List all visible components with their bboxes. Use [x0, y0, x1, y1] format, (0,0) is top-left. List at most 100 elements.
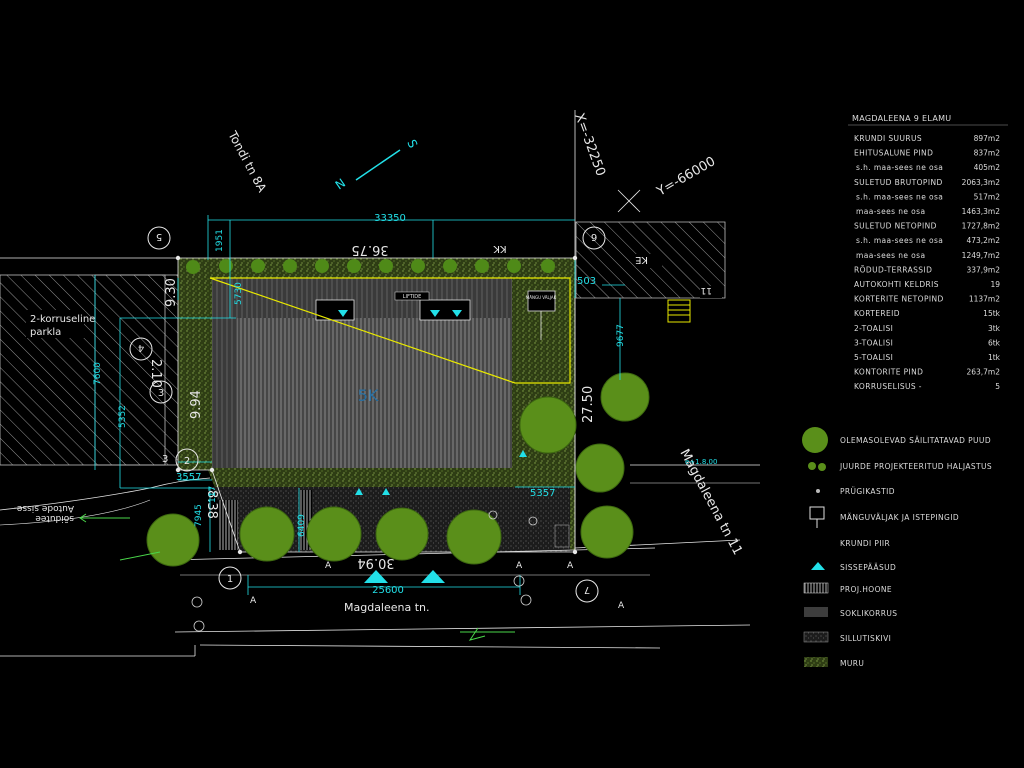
dim-5352: 5352 [118, 405, 128, 428]
table-row-value: 3tk [988, 324, 1001, 333]
elevation-label: e+1.8,00 [685, 458, 717, 466]
table-row-label: 2-TOALISI [854, 324, 893, 333]
entrance-triangle-icon [382, 488, 390, 495]
table-row-label: SULETUD BRUTOPIND [854, 178, 943, 187]
coord-x: X=-32250 [571, 111, 608, 178]
dim-1951: 1951 [215, 229, 225, 252]
paving-fill-icon [803, 631, 829, 643]
lawn-fill-icon [804, 657, 828, 667]
parking-label-2: parkla [30, 327, 61, 338]
table-row-label: maa-sees ne osa [856, 251, 925, 260]
arrows [79, 513, 515, 641]
existing-trees [146, 372, 650, 567]
dim-top-width: 33350 [374, 213, 406, 224]
table-row-label: KORTERITE NETOPIND [854, 295, 944, 304]
section-mark: A [250, 596, 257, 606]
section-mark: A [325, 561, 332, 571]
legend-label: KRUNDI PIIR [840, 539, 890, 548]
dim-9677: 9677 [616, 324, 626, 347]
entrance-triangle-icon [811, 562, 825, 570]
trash-bin-icon [816, 489, 820, 493]
dim-bottom-rot: 30.94 [357, 555, 394, 570]
dim-117: 117 [208, 486, 218, 503]
coord-y: Y=-66000 [654, 154, 719, 200]
dim-e3: 3 [162, 454, 168, 465]
dim-25600: 25600 [372, 585, 404, 596]
table-row-value: 337,9m2 [966, 265, 1000, 274]
dim-9-94: 9.94 [189, 390, 204, 419]
kk-label: KK [493, 243, 507, 254]
dim-27-50: 27.50 [581, 386, 596, 423]
building-code: 5K [358, 386, 379, 405]
table-row-label: 3-TOALISI [854, 338, 893, 347]
table-row-label: maa-sees ne osa [856, 207, 925, 216]
playground-icon [809, 506, 825, 520]
entrance-triangle-icon [355, 488, 363, 495]
entrance-triangle-icon [519, 450, 527, 457]
parking-label-1: 2-korruseline [30, 314, 95, 325]
marker-circles: 5 6 4 3 2 1 7 [129, 226, 606, 603]
circle-label: 5 [156, 231, 162, 242]
circle-label: 6 [591, 231, 597, 242]
table-row-value: 1137m2 [969, 295, 1000, 304]
circle-label: 7 [584, 584, 590, 595]
table-row-value: 2063,3m2 [962, 178, 1001, 187]
table-row-label: s.h. maa-sees ne osa [856, 163, 943, 172]
car-entrance-2: sõidutee [35, 513, 74, 523]
entrance-sign: LIFTIDE [403, 294, 422, 300]
table-row-value: 1249,7m2 [962, 251, 1001, 260]
legend-label: PROJ.HOONE [840, 585, 892, 594]
neighbor-code: KE [635, 254, 648, 265]
table-row-label: KORRUSELISUS - [854, 382, 922, 391]
table-row-label: KONTORITE PIND [854, 368, 923, 377]
dim-top-rot: 36.75 [351, 242, 388, 257]
street-magdaleena-bottom: Magdaleena tn. [344, 601, 430, 614]
legend-label: PRÜGIKASTID [840, 487, 895, 496]
hedge-row [186, 259, 555, 274]
plot-boundary [209, 277, 571, 384]
legend-label: JUURDE PROJEKTEERITUD HALJASTUS [839, 462, 992, 471]
table-title: MAGDALEENA 9 ELAMU [852, 114, 951, 123]
legend-label: MÄNGUVÄLJAK JA ISTEPINGID [840, 513, 959, 522]
legend: OLEMASOLEVAD SÄILITATAVAD PUUD JUURDE PR… [802, 427, 992, 668]
dim-5730: 5730 [234, 282, 244, 305]
table-row-value: 1727,8m2 [962, 222, 1001, 231]
entrance-triangle-icon [338, 310, 348, 317]
table-row-value: 15tk [983, 309, 1000, 318]
section-mark: A [567, 561, 574, 571]
table-row-label: 5-TOALISI [854, 353, 893, 362]
circle-label: 3 [158, 388, 164, 399]
existing-tree-icon [802, 427, 828, 453]
entrance-triangle-icon [452, 310, 462, 317]
dim-6409: 6409 [297, 514, 307, 537]
dim-503: 503 [577, 276, 596, 287]
table-row-label: SULETUD NETOPIND [854, 222, 937, 231]
new-planting-icon [808, 462, 816, 470]
dim-7945: 7945 [194, 504, 204, 527]
car-entrance-1: Autode sisse- [14, 503, 74, 513]
entrance-triangle-icon [430, 310, 440, 317]
table-row-value: 473,2m2 [966, 236, 1000, 245]
entrance-triangle-icon [364, 570, 388, 583]
table-row-value: 19 [990, 280, 1000, 289]
small-markers [191, 510, 538, 632]
dim-5357: 5357 [530, 488, 555, 499]
hatch-building-icon [803, 582, 829, 594]
dim-3557: 3557 [176, 472, 201, 483]
dim-9-30: 9.30 [164, 278, 179, 307]
neighbor-num: 11 [701, 285, 712, 295]
basement-fill-icon [804, 607, 828, 617]
table-row-value: 1tk [988, 353, 1001, 362]
north-s: S [404, 137, 420, 150]
dimension-lines [94, 215, 625, 595]
legend-label: MURU [840, 659, 864, 668]
dim-2-10: 2.10 [148, 359, 163, 388]
table-row-label: s.h. maa-sees ne osa [856, 236, 943, 245]
circle-label: 1 [227, 574, 233, 585]
table-row-value: 897m2 [974, 134, 1001, 143]
legend-label: SISSEPÄÄSUD [840, 563, 896, 572]
section-mark: A [516, 561, 523, 571]
table-row-value: 263,7m2 [966, 368, 1000, 377]
street-tondi: Tondi tn 8A [225, 128, 270, 195]
